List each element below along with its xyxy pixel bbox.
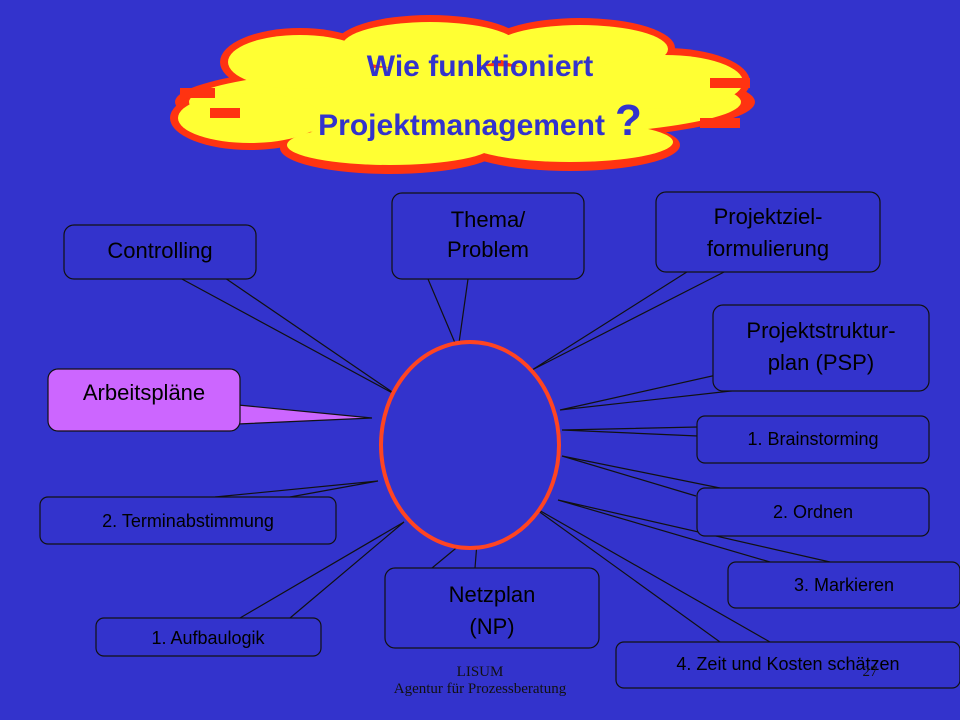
- node-label-aufbaulogik: 1. Aufbaulogik: [151, 628, 265, 648]
- node-label-projektziel-line1: Projektziel-: [714, 204, 823, 229]
- node-box-netzplan: [384, 567, 600, 649]
- connector-terminabstimmung: [214, 480, 379, 498]
- node-box-aufbaulogik: [95, 617, 322, 657]
- node-label-thema-line2: Problem: [447, 237, 529, 262]
- node-box-zeit-kosten: [615, 641, 960, 689]
- node-box-arbeitsplaene: [47, 368, 241, 432]
- node-label-terminabstimmung: 2. Terminabstimmung: [102, 511, 274, 531]
- node-label-thema-line1: Thema/: [451, 207, 526, 232]
- node-label-psp-line1: Projektstruktur-: [746, 318, 895, 343]
- connector-markieren: [557, 499, 831, 563]
- title-question-mark: ?: [614, 96, 642, 145]
- footer-line-2: Agentur für Prozessberatung: [393, 681, 567, 697]
- connector-thema: [427, 278, 469, 353]
- central-circle: [379, 340, 561, 550]
- node-label-brainstorming: 1. Brainstorming: [747, 429, 878, 449]
- connector-ordnen: [561, 455, 721, 497]
- node-label-psp-line2: plan (PSP): [768, 350, 874, 375]
- connector-arbeitsplaene: [237, 404, 373, 425]
- title-line-2: Projektmanagement?: [0, 96, 960, 146]
- footer-line-1: LISUM: [456, 664, 504, 680]
- node-box-thema: [391, 192, 585, 280]
- node-box-ordnen: [696, 487, 930, 537]
- node-label-netzplan-line1: Netzplan: [449, 582, 536, 607]
- node-label-projektziel-line2: formulierung: [707, 236, 829, 261]
- connector-brainstorming: [561, 426, 699, 437]
- node-label-ordnen: 2. Ordnen: [773, 502, 853, 522]
- node-box-brainstorming: [696, 415, 930, 464]
- title-line-1: Wie funktioniert: [366, 50, 594, 83]
- title-cloud: [170, 15, 755, 174]
- connector-projektziel: [531, 269, 729, 371]
- node-label-markieren: 3. Markieren: [794, 575, 894, 595]
- node-box-terminabstimmung: [39, 496, 337, 545]
- node-label-controlling: Controlling: [107, 238, 212, 263]
- title-text-2: Projektmanagement: [318, 109, 605, 142]
- connector-psp: [559, 371, 741, 411]
- node-box-projektziel: [655, 191, 881, 273]
- connector-aufbaulogik: [239, 521, 405, 619]
- node-label-netzplan-line2: (NP): [469, 614, 514, 639]
- node-box-psp: [712, 304, 930, 392]
- node-label-zeit-kosten: 4. Zeit und Kosten schätzen: [676, 654, 899, 674]
- page-number: 27: [862, 664, 878, 680]
- node-box-markieren: [727, 561, 960, 609]
- node-box-controlling: [63, 224, 257, 280]
- footer-org: LISUM Agentur für Prozessberatung: [330, 664, 630, 698]
- node-label-arbeitsplaene: Arbeitspläne: [83, 380, 205, 405]
